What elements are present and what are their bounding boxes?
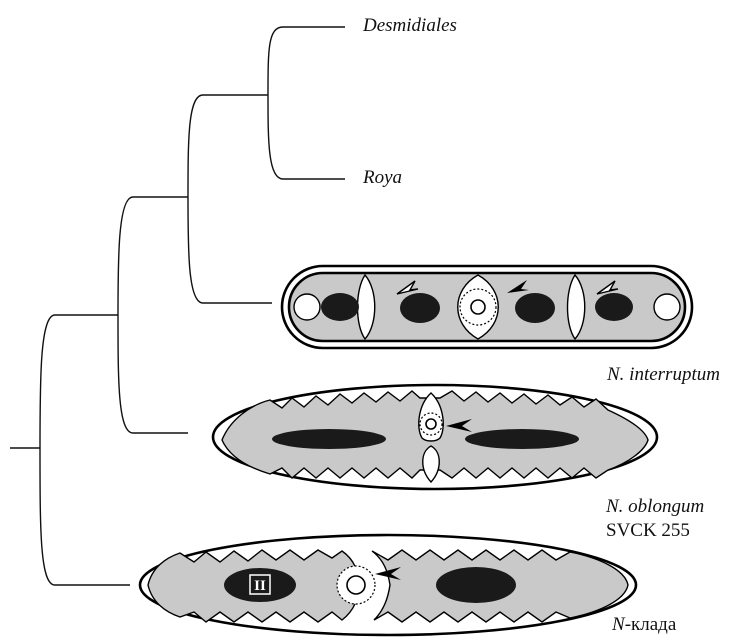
branch-node-interruptum-split	[118, 197, 188, 433]
roman-numeral-label: II	[254, 578, 266, 594]
taxon-label-n-clade: N-клада	[612, 615, 676, 634]
taxon-label-n-oblongum: N. oblongum	[606, 497, 704, 516]
pyrenoid	[515, 293, 555, 323]
taxon-label-roya: Roya	[363, 168, 402, 187]
strain-label: SVCK 255	[606, 521, 690, 540]
pyrenoid	[436, 567, 516, 603]
pyrenoid	[595, 293, 633, 321]
vacuole-left	[294, 294, 320, 320]
vacuole-right	[654, 294, 680, 320]
pyrenoid	[400, 293, 440, 323]
nucleolus	[471, 300, 485, 314]
pyrenoid	[321, 293, 359, 321]
taxon-label-n-interruptum: N. interruptum	[607, 365, 720, 384]
nucleolus	[347, 576, 365, 594]
chloroplast-band	[465, 429, 579, 449]
cell-n-interruptum	[282, 266, 692, 348]
cell-n-oblongum	[213, 385, 657, 489]
branch-root-split	[40, 315, 130, 585]
cell-n-clade: II	[140, 535, 636, 635]
nucleolus	[426, 419, 436, 429]
chloroplast-band	[272, 429, 386, 449]
branch-desmid-roya-split	[268, 27, 345, 179]
taxon-label-desmidiales: Desmidiales	[363, 16, 457, 35]
branch-node-desmid-split	[188, 95, 272, 303]
